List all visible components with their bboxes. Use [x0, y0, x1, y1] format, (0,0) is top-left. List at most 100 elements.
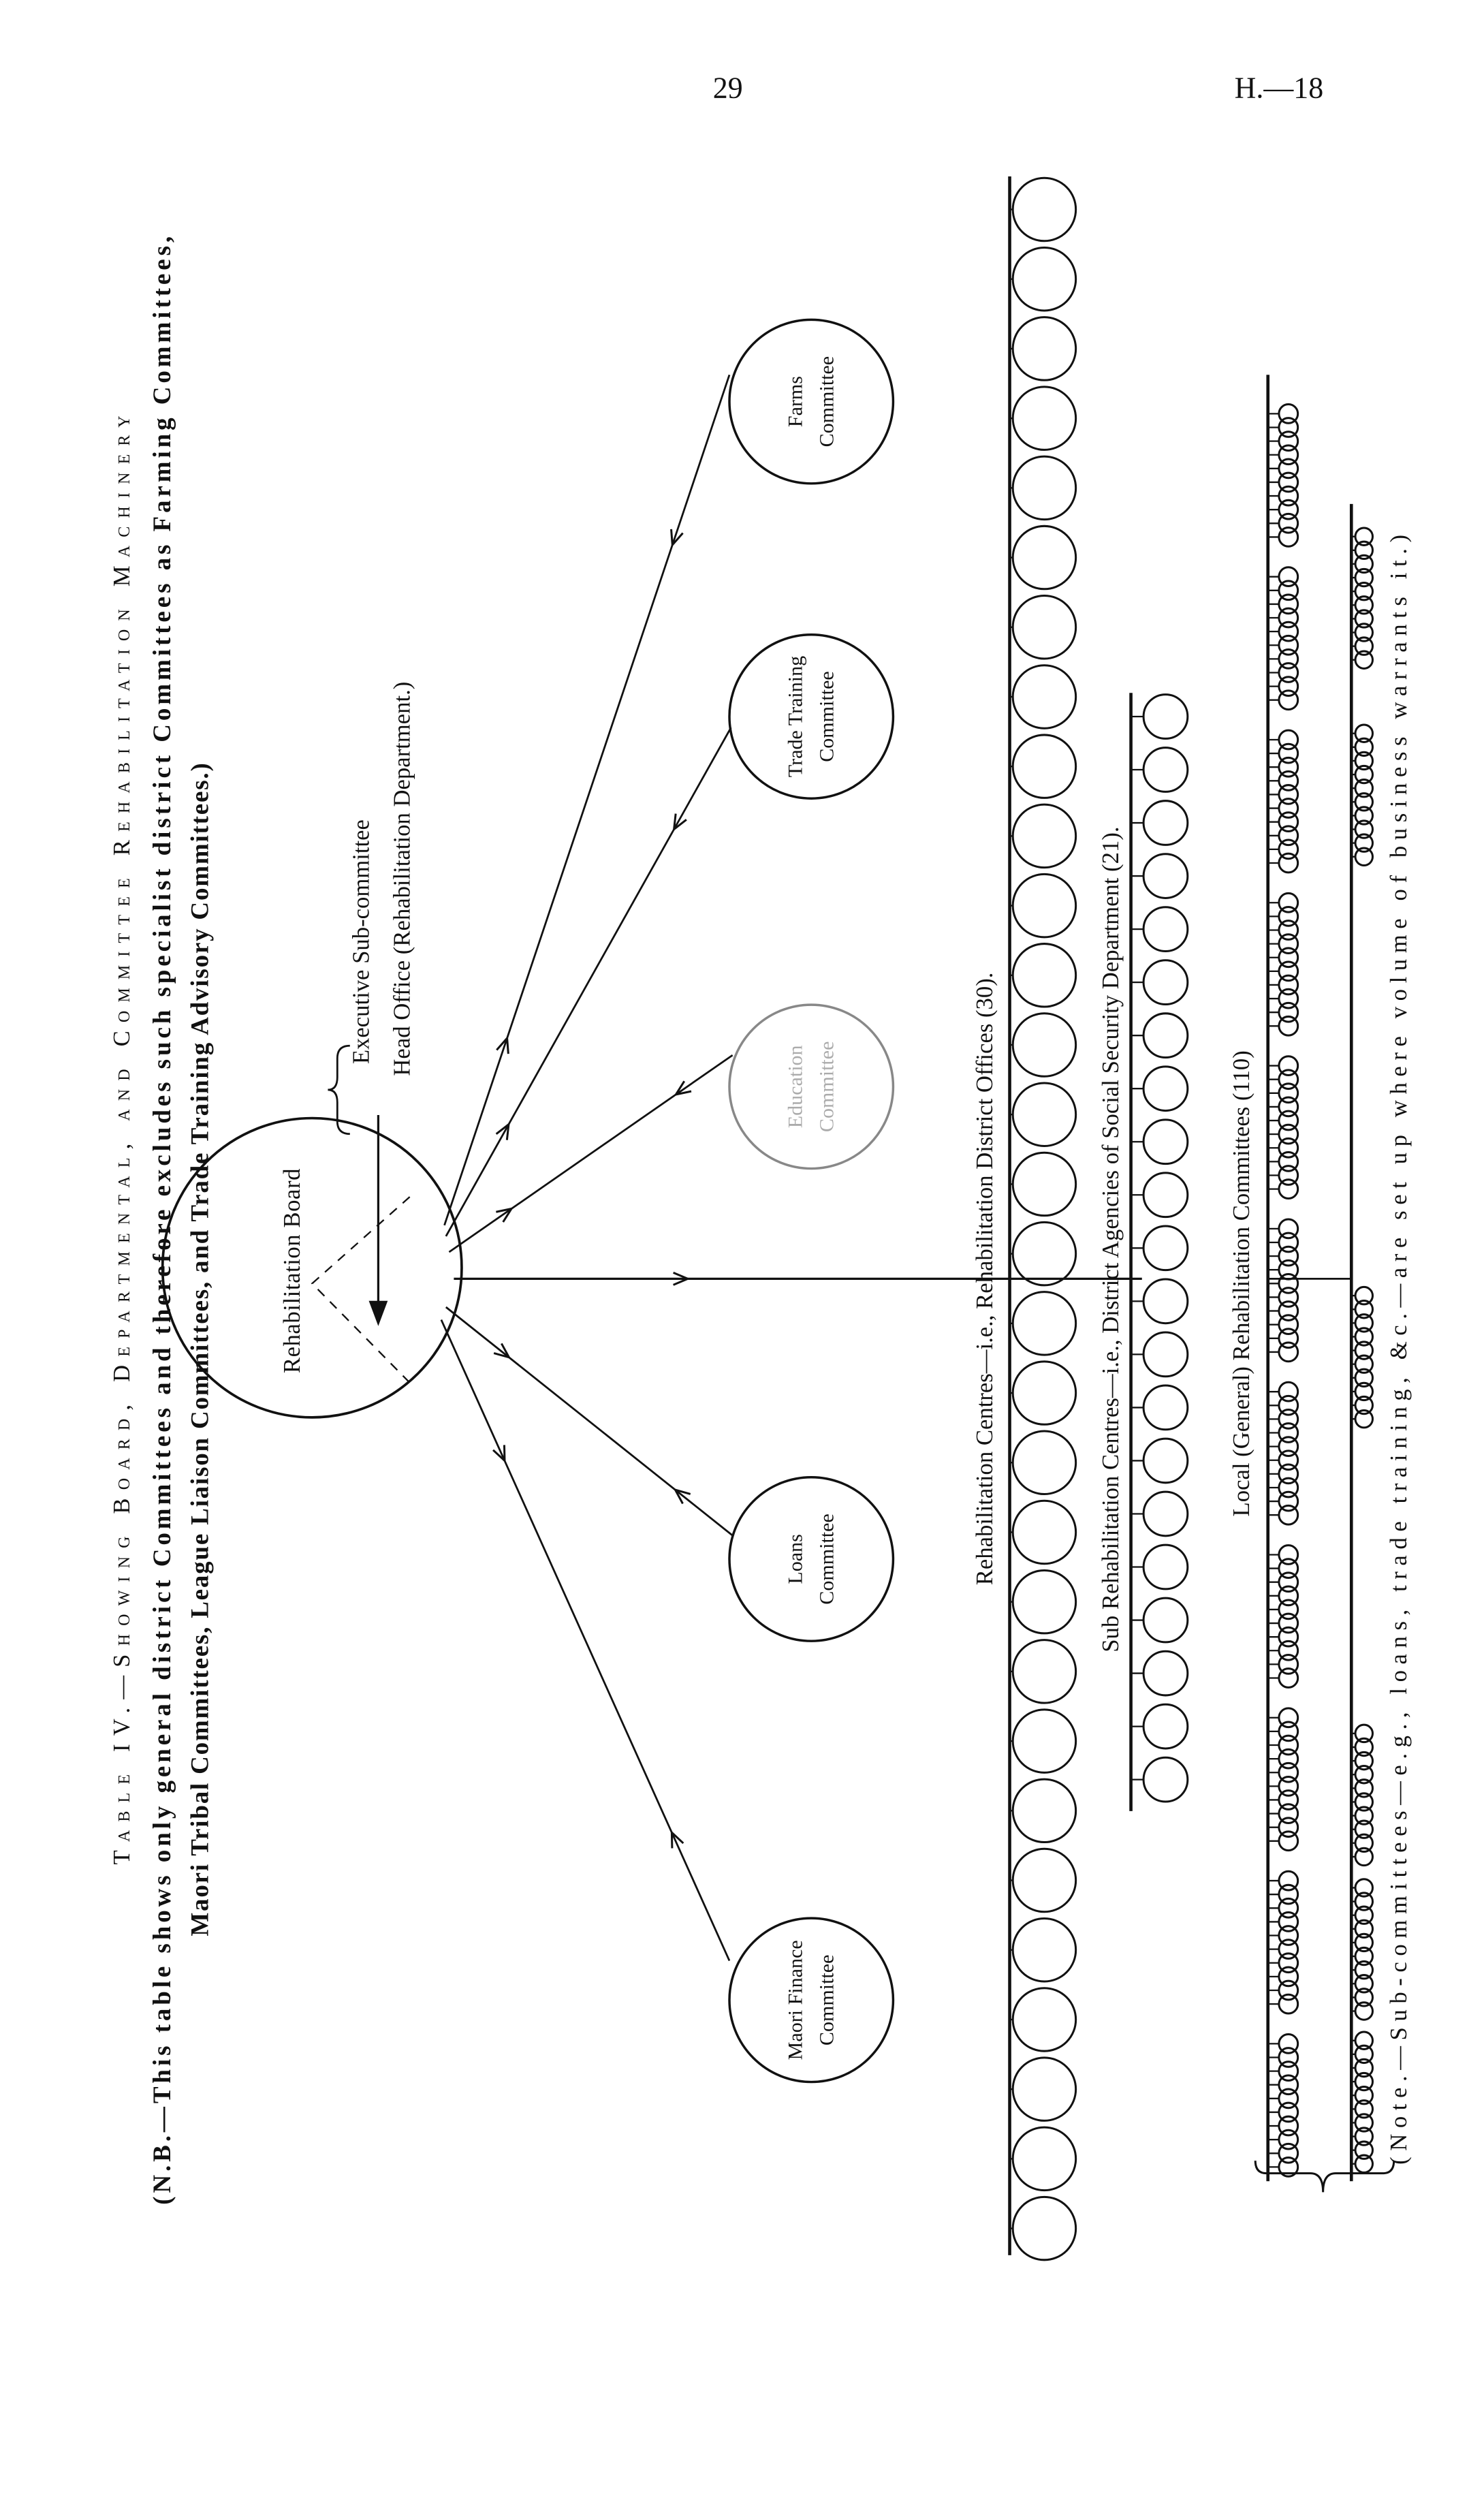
arrow-icon	[673, 1272, 691, 1286]
tier-circle	[1278, 2033, 1299, 2054]
arrow-icon	[674, 1080, 692, 1097]
tier-circle	[1354, 764, 1374, 785]
tier-circle	[1278, 1232, 1299, 1253]
committee-circle	[728, 1475, 895, 1642]
tier-circle	[1278, 1803, 1299, 1824]
tier-circle	[1278, 1287, 1299, 1308]
tier-circle	[1354, 751, 1374, 771]
head-office-label: Head Office (Rehabilitation Department.)	[389, 682, 415, 1076]
tier-circle	[1011, 524, 1077, 591]
tier-circle	[1142, 800, 1189, 846]
tier-circle	[1278, 1082, 1299, 1104]
tier-circle	[1354, 2071, 1374, 2092]
connector-line	[445, 727, 732, 1237]
tier-sub-centres	[1129, 693, 1189, 1811]
tier-circle	[1354, 1313, 1374, 1333]
tier-circle	[1278, 2074, 1299, 2096]
tier-circle	[1278, 417, 1299, 438]
tier-circle	[1278, 825, 1299, 847]
tier-circle	[1278, 1259, 1299, 1281]
tier-circle	[1278, 1585, 1299, 1607]
tier-circle	[1278, 1394, 1299, 1416]
arrow-icon	[670, 1830, 684, 1849]
tier-circle	[1354, 1778, 1374, 1798]
tier-circle	[1278, 458, 1299, 480]
tier-circle	[1354, 1368, 1374, 1388]
tier-circle	[1278, 1178, 1299, 1200]
tier-circle	[1278, 1925, 1299, 1946]
arrow-icon	[496, 1207, 514, 1223]
tier-circle	[1278, 1328, 1299, 1349]
tier-circle	[1278, 499, 1299, 520]
tier-circle	[1142, 1490, 1189, 1537]
tier-circle	[1354, 2031, 1374, 2050]
tier-circle	[1354, 1340, 1374, 1360]
tier-circle	[1278, 2142, 1299, 2164]
tier-circle	[1354, 778, 1374, 798]
tier-circle	[1278, 1314, 1299, 1336]
tier-circle	[1278, 1300, 1299, 1321]
tier-circle	[1278, 1137, 1299, 1159]
tier-circle	[1278, 1748, 1299, 1770]
tier-circle	[1278, 1817, 1299, 1838]
tier-sub-committees-note: (Note.—Sub-committees—e.g., loans, trade…	[1385, 535, 1412, 2165]
tier-circle	[1278, 2129, 1299, 2150]
tier-circle	[1278, 1599, 1299, 1620]
tier-circle	[1278, 974, 1299, 996]
tier-circle	[1142, 853, 1189, 899]
tier-circle	[1011, 1778, 1077, 1844]
tier-circle	[1278, 1721, 1299, 1742]
tier-circle	[1142, 1331, 1189, 1378]
tier-circle	[1278, 2115, 1299, 2137]
tier-circle	[1278, 662, 1299, 683]
tier-circle	[1278, 852, 1299, 874]
tier-circle	[1278, 580, 1299, 601]
tier-circle	[1278, 1883, 1299, 1905]
executive-subcommittee: Executive Sub-committee Head Office (Reh…	[328, 682, 415, 1326]
tier-circle	[1011, 664, 1077, 730]
tier-circle	[1278, 1952, 1299, 1974]
tier-circles	[1008, 176, 1374, 2261]
tier-circle	[1278, 485, 1299, 507]
tier-circle	[1278, 933, 1299, 954]
table-note-line2: Maori Tribal Committees, League Liaison …	[187, 763, 215, 1936]
page-number: 29	[713, 71, 743, 104]
arrow-icon	[673, 1488, 691, 1505]
tier-circle	[1354, 636, 1374, 656]
tier-circle	[1354, 1792, 1374, 1812]
tier-circle	[1278, 527, 1299, 548]
tier-local	[1266, 375, 1299, 2182]
tier-circle	[1142, 1065, 1189, 1112]
connector-line	[440, 1319, 731, 1962]
tier-circle	[1011, 1360, 1077, 1426]
tier-circle	[1278, 742, 1299, 764]
arrow-icon	[495, 1122, 510, 1140]
tier-circle	[1278, 1463, 1299, 1485]
tier-circle	[1354, 623, 1374, 642]
tier-circle	[1142, 1543, 1189, 1590]
tier-circle	[1354, 1327, 1374, 1347]
tier-circle	[1142, 1172, 1189, 1219]
tier-circle	[1354, 1751, 1374, 1771]
arrow-icon	[672, 813, 687, 832]
tier-circle	[1278, 1612, 1299, 1634]
tier-circle	[1011, 316, 1077, 381]
tier-circle	[1278, 811, 1299, 833]
tier-circle	[1278, 471, 1299, 493]
tier-circle	[1278, 403, 1299, 424]
committee-suffix: Committee	[815, 1041, 838, 1133]
brace	[328, 1044, 350, 1135]
committee-circle	[728, 318, 895, 485]
tier-circle	[1142, 747, 1189, 793]
committee-circle	[728, 1917, 895, 2084]
tier-circle	[1354, 1381, 1374, 1402]
tier-circle	[1011, 1569, 1077, 1635]
tier-circle	[1354, 1960, 1374, 1980]
tier-circle	[1278, 634, 1299, 656]
tier-circle	[1011, 943, 1077, 1008]
tier-local-label: Local (General) Rehabilitation Committee…	[1228, 1050, 1254, 1516]
